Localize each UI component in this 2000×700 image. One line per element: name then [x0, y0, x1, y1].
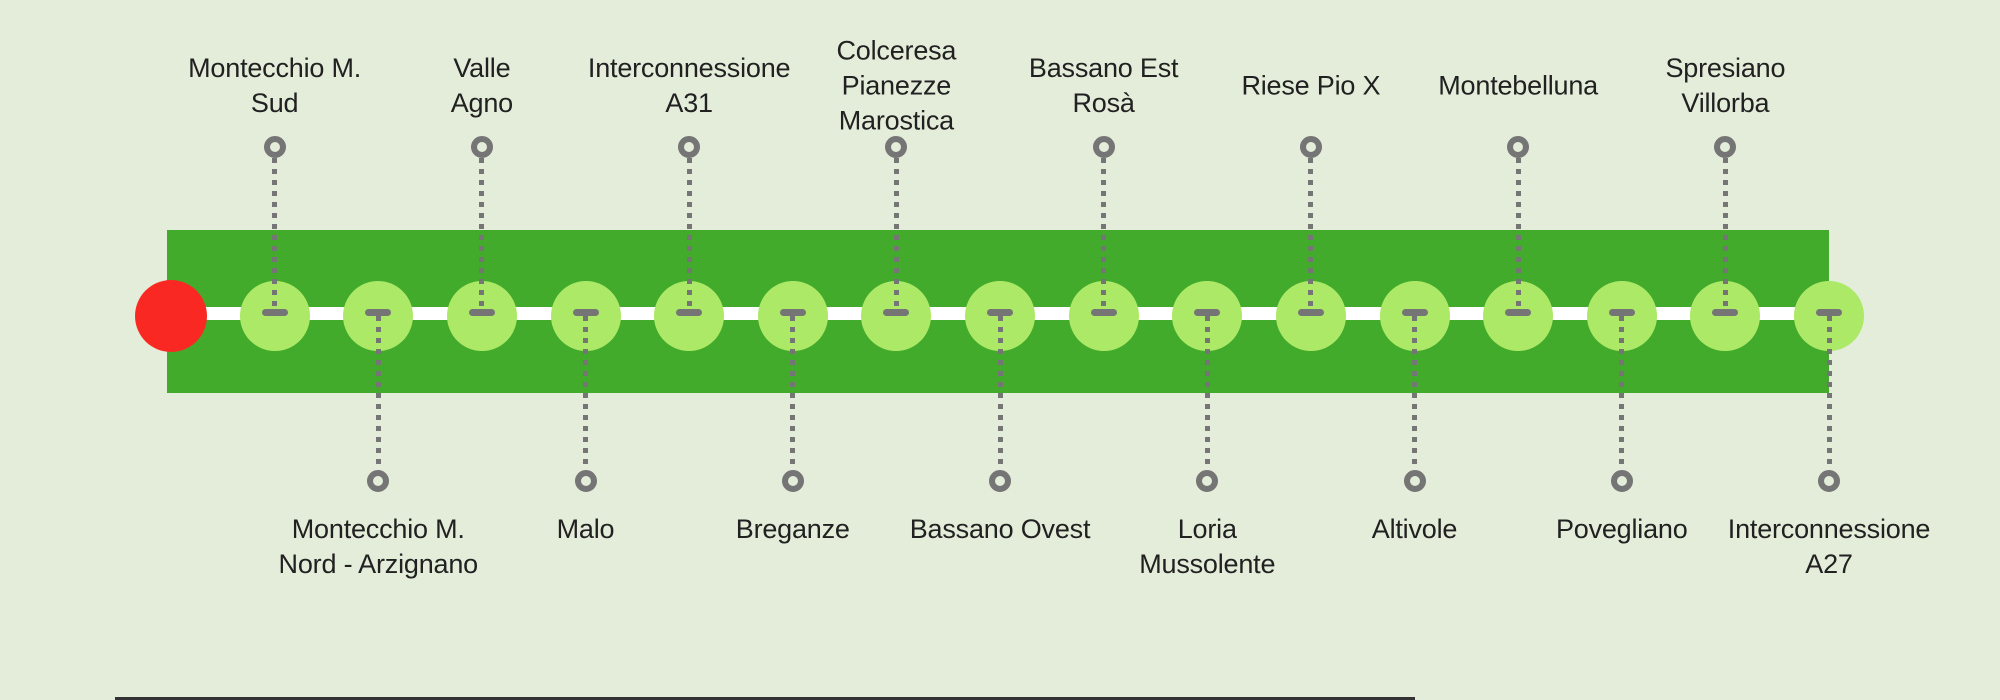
connector-ring-icon: [1610, 470, 1633, 492]
connector-ring-icon: [1818, 470, 1840, 492]
station-tick-icon: [1194, 308, 1221, 316]
station-tick-icon: [1608, 308, 1635, 316]
connector-line: [790, 316, 796, 470]
station-label: Bassano Ovest: [909, 514, 1091, 544]
station-label: Montebelluna: [1438, 70, 1598, 101]
connector-line: [375, 316, 381, 470]
start-marker: [135, 279, 207, 352]
station-label: Montecchio M. Nord - Arzignano: [278, 514, 479, 579]
station-label: Interconnessione A27: [1727, 514, 1931, 579]
connector-line: [272, 158, 278, 308]
station-tick-icon: [468, 308, 495, 316]
connector-ring-icon: [1196, 470, 1219, 492]
connector-ring-icon: [1299, 136, 1322, 158]
connector-line: [893, 158, 899, 308]
connector-ring-icon: [781, 470, 804, 492]
station-tick-icon: [1090, 308, 1117, 316]
station-label: Montecchio M. Sud: [188, 53, 362, 118]
station-tick-icon: [987, 308, 1013, 316]
connector-line: [1101, 158, 1107, 308]
connector-ring-icon: [263, 136, 286, 158]
station-label: Loria Mussolente: [1139, 514, 1276, 579]
station-label: Riese Pio X: [1241, 70, 1381, 101]
station-label: Valle Agno: [450, 53, 514, 118]
station-label: Altivole: [1371, 514, 1458, 544]
station-tick-icon: [1712, 308, 1739, 316]
station-tick-icon: [261, 308, 288, 316]
station-tick-icon: [365, 308, 392, 316]
connector-ring-icon: [885, 136, 908, 158]
station-tick-icon: [779, 308, 806, 316]
connector-ring-icon: [1092, 136, 1115, 158]
connector-ring-icon: [1403, 470, 1426, 492]
station-tick-icon: [572, 308, 599, 316]
connector-ring-icon: [470, 136, 493, 158]
connector-line: [1308, 158, 1314, 308]
connector-line: [1619, 316, 1625, 470]
connector-ring-icon: [367, 470, 390, 492]
station-label: Colceresa Pianezze Marostica: [836, 35, 957, 136]
station-label: Breganze: [735, 514, 850, 544]
station-label: Spresiano Villorba: [1665, 53, 1786, 118]
connector-line: [997, 316, 1003, 470]
connector-ring-icon: [1714, 136, 1737, 158]
connector-ring-icon: [678, 136, 701, 158]
connector-line: [1826, 316, 1832, 470]
bottom-cropped-bar: [115, 697, 1415, 700]
station-label: Povegliano: [1555, 514, 1688, 544]
connector-line: [1722, 158, 1728, 308]
connector-line: [479, 158, 485, 308]
station-tick-icon: [1816, 308, 1842, 316]
connector-line: [583, 316, 588, 470]
connector-ring-icon: [989, 470, 1011, 492]
connector-ring-icon: [1507, 136, 1530, 158]
connector-line: [1412, 316, 1417, 470]
station-tick-icon: [1297, 308, 1324, 316]
station-tick-icon: [1401, 308, 1428, 316]
station-tick-icon: [676, 308, 703, 316]
station-label: Interconnessione A31: [587, 53, 791, 118]
connector-line: [686, 158, 692, 308]
station-label: Bassano Est Rosà: [1028, 53, 1179, 118]
connector-line: [1515, 158, 1521, 308]
station-tick-icon: [1505, 308, 1532, 316]
connector-line: [1204, 316, 1210, 470]
connector-ring-icon: [574, 470, 597, 492]
station-label: Malo: [556, 514, 615, 544]
station-tick-icon: [883, 308, 910, 316]
